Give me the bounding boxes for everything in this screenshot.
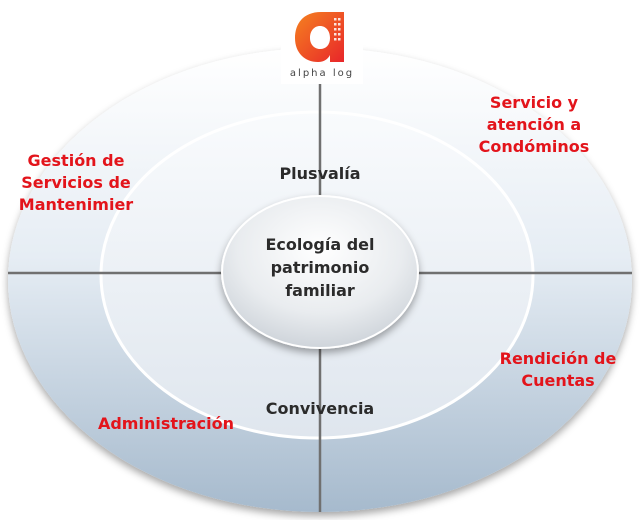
middle-ring-bottom-label: Convivencia bbox=[265, 399, 375, 418]
alpha-log-logo: alpha log bbox=[281, 6, 363, 84]
quadrant-bottom-left-label: Administración bbox=[97, 414, 235, 433]
logo-mark-icon bbox=[295, 12, 344, 62]
logo-text: alpha log bbox=[289, 68, 355, 79]
quadrant-bottom-right-label: Rendición de Cuentas bbox=[499, 349, 617, 390]
quadrant-top-right-label: Servicio y atención a Condóminos bbox=[478, 93, 590, 156]
inner-ellipse bbox=[221, 195, 419, 349]
center-label: Ecología del patrimonio familiar bbox=[265, 235, 375, 300]
middle-ring-top-label: Plusvalía bbox=[279, 164, 361, 183]
quadrant-top-left-label: Gestión de Servicios de Mantenimier bbox=[18, 151, 134, 214]
